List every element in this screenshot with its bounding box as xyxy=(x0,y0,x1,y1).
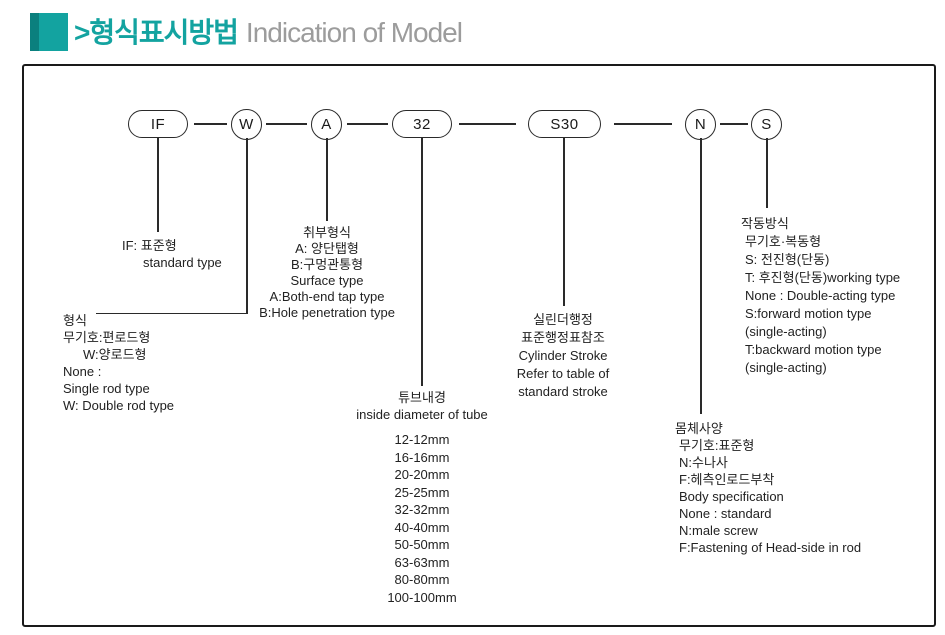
desc-line: Surface type xyxy=(290,273,364,288)
node-label: 32 xyxy=(413,115,431,133)
leader-line-if xyxy=(157,138,159,232)
desc-line: A:Both-end tap type xyxy=(269,289,385,304)
desc-line: F:헤측인로드부착 xyxy=(679,472,775,487)
desc-line: None : xyxy=(63,364,102,379)
node-label: S30 xyxy=(550,115,579,133)
connector-line xyxy=(720,123,748,125)
model-code-node-a: A xyxy=(311,109,342,140)
desc-line: 실린더행정 xyxy=(533,312,593,327)
desc-line: inside diameter of tube xyxy=(356,407,488,422)
tube-size-list: 12-12mm 16-16mm 20-20mm 25-25mm 32-32mm … xyxy=(356,431,488,606)
leader-line-32 xyxy=(421,138,423,386)
leader-line-w-elbow xyxy=(96,312,248,314)
desc-line: W:양로드형 xyxy=(83,347,147,362)
title-accent-square-icon xyxy=(30,13,68,51)
desc-line: 작동방식 xyxy=(741,216,789,231)
desc-line: B:구멍관통형 xyxy=(290,257,364,272)
node-label: N xyxy=(694,116,707,133)
desc-block-cylinder-stroke: 실린더행정 표준행정표참조 Cylinder Stroke Refer to t… xyxy=(517,311,610,401)
model-code-node-if: IF xyxy=(128,110,188,138)
tube-size-item: 50-50mm xyxy=(394,537,450,552)
desc-line: W: Double rod type xyxy=(63,398,175,413)
connector-line xyxy=(266,123,307,125)
connector-line xyxy=(614,123,672,125)
desc-line: Refer to table of xyxy=(516,366,610,381)
desc-line: S: 전진형(단동) xyxy=(745,252,830,267)
model-code-node-s30: S30 xyxy=(528,110,601,138)
desc-line: IF: 표준형 xyxy=(122,238,177,253)
desc-block-working-type: 작동방식 무기호·복동형 S: 전진형(단동) T: 후진형(단동)workin… xyxy=(741,215,900,377)
desc-line: Single rod type xyxy=(63,381,150,396)
desc-line: standard type xyxy=(143,255,222,270)
desc-line: T:backward motion type xyxy=(745,342,882,357)
connector-line xyxy=(194,123,227,125)
desc-line: Body specification xyxy=(679,489,784,504)
model-code-node-32: 32 xyxy=(392,110,452,138)
tube-size-item: 100-100mm xyxy=(387,589,457,605)
tube-size-item: 12-12mm xyxy=(394,432,450,447)
diagram-border-box xyxy=(22,64,936,627)
desc-line: Cylinder Stroke xyxy=(518,348,608,363)
tube-size-item: 25-25mm xyxy=(394,484,450,500)
desc-block-standard-type: IF: 표준형 standard type xyxy=(122,237,222,271)
desc-line: 형식 xyxy=(63,313,87,328)
leader-line-s xyxy=(766,138,768,208)
leader-line-n xyxy=(700,138,702,414)
tube-size-item: 40-40mm xyxy=(394,519,450,535)
desc-line: standard stroke xyxy=(518,384,608,399)
desc-line: A: 양단탭형 xyxy=(295,241,359,256)
desc-line: 튜브내경 xyxy=(398,390,446,405)
desc-line: 무기호:편로드형 xyxy=(63,330,151,345)
desc-line: None : Double-acting type xyxy=(745,288,896,303)
connector-line xyxy=(347,123,388,125)
desc-block-body-spec: 몸체사양 무기호:표준형 N:수나사 F:헤측인로드부착 Body specif… xyxy=(675,420,861,556)
tube-size-item: 16-16mm xyxy=(394,449,450,465)
desc-line: (single-acting) xyxy=(745,360,827,375)
desc-line: 무기호:표준형 xyxy=(679,438,755,453)
node-label: IF xyxy=(150,115,166,133)
desc-line: 표준행정표참조 xyxy=(521,330,605,345)
desc-line: 몸체사양 xyxy=(675,421,723,436)
tube-size-item: 32-32mm xyxy=(394,502,450,517)
desc-block-rod-type: 형식 무기호:편로드형 W:양로드형 None : Single rod typ… xyxy=(63,312,174,414)
desc-line: (single-acting) xyxy=(745,324,827,339)
desc-line: S:forward motion type xyxy=(745,306,872,321)
node-label: W xyxy=(239,116,254,133)
desc-block-mounting-type: 취부형식 A: 양단탭형 B:구멍관통형 Surface type A:Both… xyxy=(259,225,395,321)
tube-size-item: 20-20mm xyxy=(394,467,450,482)
connector-line xyxy=(459,123,516,125)
desc-line: N:male screw xyxy=(679,523,758,538)
model-code-node-w: W xyxy=(231,109,262,140)
model-code-node-n: N xyxy=(685,109,716,140)
tube-size-item: 80-80mm xyxy=(394,572,450,587)
node-label: S xyxy=(761,116,772,133)
page-title-english: Indication of Model xyxy=(245,17,463,48)
desc-line: B:Hole penetration type xyxy=(259,305,395,320)
desc-line: 무기호·복동형 xyxy=(745,234,822,249)
page-title-korean: >형식표시방법 xyxy=(74,17,239,48)
desc-line: F:Fastening of Head-side in rod xyxy=(679,540,862,555)
leader-line-a xyxy=(326,138,328,221)
desc-line: N:수나사 xyxy=(679,455,728,470)
desc-line: None : standard xyxy=(679,506,772,521)
leader-line-w xyxy=(246,138,248,314)
tube-size-item: 63-63mm xyxy=(394,554,450,570)
leader-line-s30 xyxy=(563,138,565,306)
desc-block-tube-diameter: 튜브내경 inside diameter of tube 12-12mm 16-… xyxy=(356,389,488,606)
desc-line: T: 후진형(단동)working type xyxy=(745,270,901,285)
node-label: A xyxy=(321,116,332,133)
model-code-node-s: S xyxy=(751,109,782,140)
desc-line: 취부형식 xyxy=(303,225,351,240)
